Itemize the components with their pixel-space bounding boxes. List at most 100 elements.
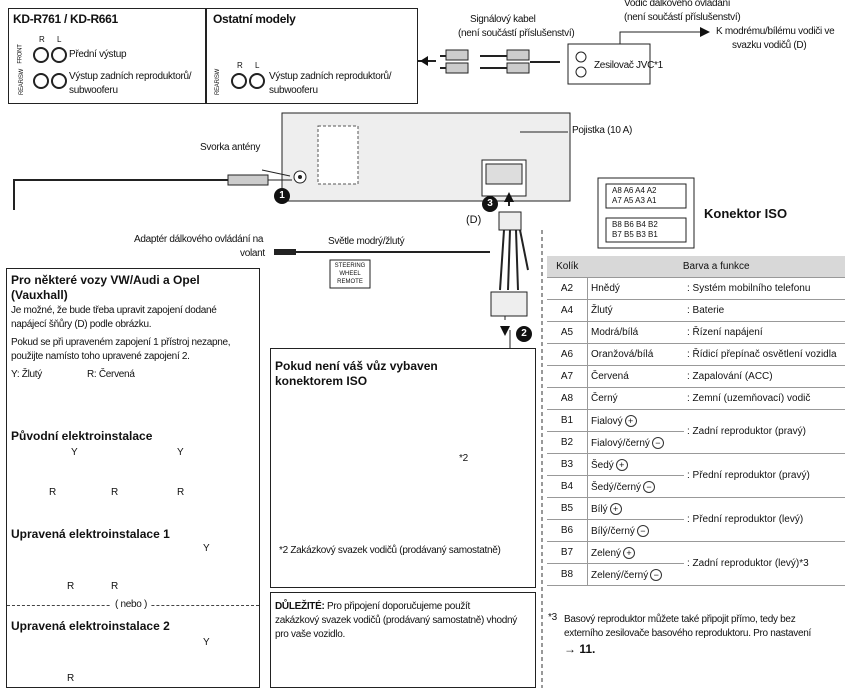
antenna-label: Svorka antény — [200, 142, 261, 153]
step-1-badge: 1 — [274, 188, 290, 204]
vw-audi-opel-box: Pro některé vozy VW/Audi a Opel (Vauxhal… — [6, 268, 260, 688]
vw-box-p2b: použijte namísto toho upravené zapojení … — [11, 351, 190, 362]
important-line-1: DŮLEŽITÉ: Pro připojení doporučujeme pou… — [275, 601, 470, 612]
rear-output-label-1: Výstup zadních reproduktorů/ — [69, 71, 192, 82]
to-wire-label-2: svazku vodičů (D) — [732, 40, 807, 51]
signal-cable-label-2: (není součástí příslušenství) — [458, 28, 575, 39]
rca-jack-icon — [249, 73, 265, 89]
vw-box-p1a: Je možné, že bude třeba upravit zapojení… — [11, 305, 217, 316]
front-output-label: Přední výstup — [69, 49, 127, 60]
important-text-1: Pro připojení doporučujeme použít — [324, 601, 470, 612]
rear-output-label-2: subwooferu — [269, 85, 318, 96]
no-iso-title-1: Pokud není váš vůz vybaven — [275, 359, 438, 373]
plus-icon: + — [624, 414, 637, 427]
model-box-kd-r761: KD-R761 / KD-R661 FRONT R L Přední výstu… — [8, 8, 206, 104]
wire-y-mark: Y — [203, 543, 210, 554]
wire-r-mark: R — [67, 581, 74, 592]
vw-box-p1b: napájecí šňůry (D) podle obrázku. — [11, 319, 152, 330]
iso-row-a1: A8 A6 A4 A2 — [612, 186, 657, 195]
adapter-label-2: volant — [240, 248, 265, 259]
remote-wire-label-1: Vodič dálkového ovládání — [624, 0, 731, 9]
other-models-title: Ostatní modely — [213, 12, 296, 26]
steering-wheel-remote-tag: STEERING WHEEL REMOTE — [330, 260, 370, 286]
footnote-3-mark: *3 — [548, 612, 557, 623]
iso-row-b2: B7 B5 B3 B1 — [612, 230, 658, 239]
custom-harness-footnote: *2 Zakázkový svazek vodičů (prodávaný sa… — [279, 545, 501, 556]
l-label: L — [255, 61, 260, 70]
rca-jack-icon — [33, 73, 49, 89]
modified-wiring-1-title: Upravená elektroinstalace 1 — [11, 527, 170, 541]
rca-jack-icon — [231, 73, 247, 89]
wheel-line: WHEEL — [339, 271, 361, 277]
or-label: ( nebo ) — [111, 599, 152, 610]
remote-wire-label-2: (není součástí příslušenství) — [624, 12, 741, 23]
minus-icon: − — [650, 568, 663, 581]
vw-box-p2a: Pokud se při upraveném zapojení 1 přístr… — [11, 337, 231, 348]
other-models-box: Ostatní modely REAR/SW R L Výstup zadníc… — [206, 8, 418, 104]
wire-r-mark: R — [67, 673, 74, 684]
wire-y-mark: Y — [71, 447, 78, 458]
wire-r-mark: R — [111, 581, 118, 592]
adapter-label-1: Adaptér dálkového ovládání na — [134, 234, 264, 245]
rca-jack-icon — [51, 73, 67, 89]
amplifier-label: Zesilovač JVC*1 — [594, 60, 663, 71]
footnote-3-line-3: → 11. — [564, 642, 596, 656]
r-label: R — [237, 61, 243, 70]
no-iso-title-2: konektorem ISO — [275, 374, 368, 388]
step-2-badge: 2 — [516, 326, 532, 342]
y-legend: Y: Žlutý — [11, 369, 42, 380]
important-line-2: zakázkový svazek vodičů (prodávaný samos… — [275, 615, 518, 626]
rca-jack-icon — [51, 47, 67, 63]
important-label: DŮLEŽITÉ: — [275, 601, 325, 612]
modified-wiring-2-title: Upravená elektroinstalace 2 — [11, 619, 170, 633]
important-line-3: pro vaše vozidlo. — [275, 629, 345, 640]
col-pin-header: Kolík — [547, 256, 588, 278]
footnote-3-line-1: Basový reproduktor můžete také připojit … — [564, 614, 796, 625]
custom-harness-mark: *2 — [459, 453, 468, 464]
model-title: KD-R761 / KD-R661 — [13, 12, 118, 26]
vw-box-title-1: Pro některé vozy VW/Audi a Opel — [11, 273, 200, 287]
rear-vertical-label: REAR/SW — [214, 69, 221, 95]
iso-row-a2: A7 A5 A3 A1 — [612, 196, 657, 205]
steering-line: STEERING — [334, 263, 366, 269]
light-blue-label: Světle modrý/žlutý — [328, 236, 405, 247]
no-iso-box: Pokud není váš vůz vybaven konektorem IS… — [270, 348, 536, 588]
wire-y-mark: Y — [177, 447, 184, 458]
rear-output-label-2: subwooferu — [69, 85, 118, 96]
iso-connector-title: Konektor ISO — [704, 206, 788, 221]
rca-jack-icon — [33, 47, 49, 63]
minus-icon: − — [643, 480, 656, 493]
plus-icon: + — [615, 458, 628, 471]
plus-icon: + — [609, 502, 622, 515]
remote-line: REMOTE — [337, 279, 363, 285]
l-label: L — [57, 35, 62, 44]
fuse-label: Pojistka (10 A) — [572, 125, 632, 136]
to-wire-label-1: K modrému/bílému vodiči ve — [716, 26, 835, 37]
r-label: R — [39, 35, 45, 44]
wire-r-mark: R — [111, 487, 118, 498]
wire-y-mark: Y — [203, 637, 210, 648]
wire-r-mark: R — [49, 487, 56, 498]
wire-r-mark: R — [177, 487, 184, 498]
harness-d-label: (D) — [466, 214, 482, 226]
rear-vertical-label: REAR/SW — [18, 69, 25, 95]
important-box: DŮLEŽITÉ: Pro připojení doporučujeme pou… — [270, 592, 536, 688]
col-color-header: Barva a funkce — [587, 256, 845, 278]
step-3-badge: 3 — [482, 196, 498, 212]
minus-icon: − — [636, 524, 649, 537]
iso-row-b1: B8 B6 B4 B2 — [612, 220, 658, 229]
footnote-3-line-2: externího zesilovače basového reprodukto… — [564, 628, 811, 639]
